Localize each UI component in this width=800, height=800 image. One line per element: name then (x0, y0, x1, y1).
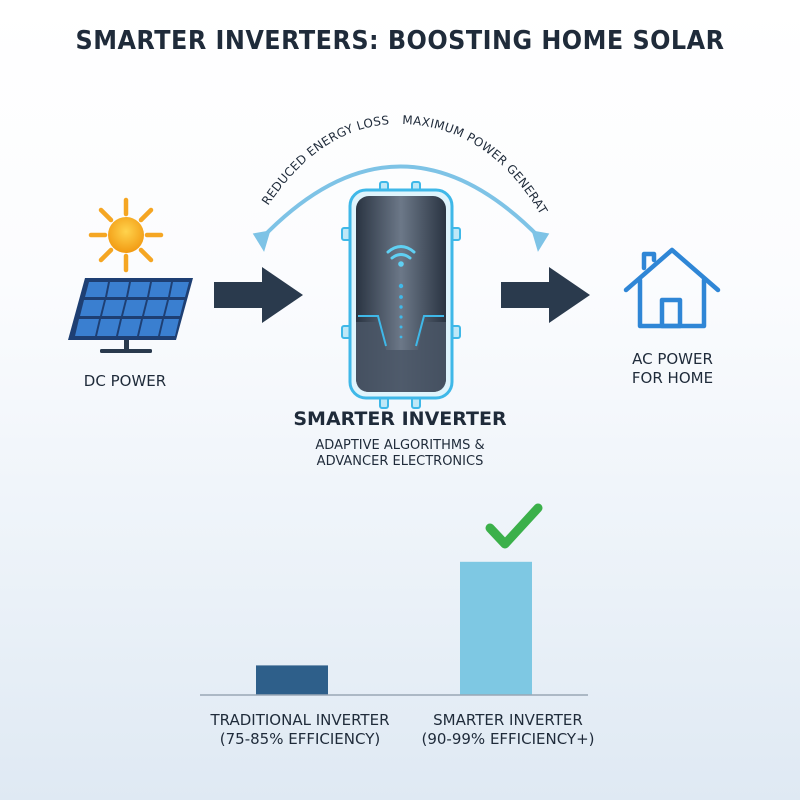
tick-label: SMARTER INVERTER (433, 711, 583, 729)
device-subtitle-line-2: ADVANCER ELECTRONICS (316, 454, 484, 470)
device-subtitle: ADAPTIVE ALGORITHMS & ADVANCER ELECTRONI… (250, 438, 550, 471)
sun-icon (88, 197, 164, 273)
device-subtitle-line-1: ADAPTIVE ALGORITHMS & (315, 438, 485, 453)
ac-power-line-2: FOR HOME (631, 368, 714, 387)
bar-traditional-inverter (256, 665, 328, 695)
output-arrow (501, 267, 590, 323)
ac-power-line-1: AC POWER (632, 350, 713, 368)
arc-left-label: REDUCED ENERGY LOSSES (0, 0, 390, 208)
wifi-icon (386, 245, 416, 260)
efficiency-chart (200, 561, 588, 696)
feedback-arc (252, 164, 550, 252)
device-title: SMARTER INVERTER (293, 408, 507, 430)
solar-panel-icon (68, 278, 193, 353)
tick-note: (90-99% EFFICIENCY+) (421, 729, 595, 748)
tick-label: TRADITIONAL INVERTER (210, 711, 390, 729)
tick-note: (75-85% EFFICIENCY) (219, 729, 381, 748)
svg-text:REDUCED ENERGY LOSSES: REDUCED ENERGY LOSSES (0, 0, 390, 208)
inverter-icon (341, 181, 461, 409)
checkmark-icon (485, 503, 543, 549)
dc-power-label: DC POWER (83, 372, 167, 390)
bar-label-smarter: SMARTER INVERTER (90-99% EFFICIENCY+) (398, 711, 618, 749)
bar-smarter-inverter (460, 561, 532, 695)
ac-power-label: AC POWER FOR HOME (610, 350, 735, 388)
status-leds (398, 283, 404, 339)
input-arrow (214, 267, 303, 323)
page-title: SMARTER INVERTERS: BOOSTING HOME SOLAR (75, 26, 725, 56)
house-icon (623, 247, 721, 329)
bar-label-traditional: TRADITIONAL INVERTER (75-85% EFFICIENCY) (190, 711, 410, 749)
